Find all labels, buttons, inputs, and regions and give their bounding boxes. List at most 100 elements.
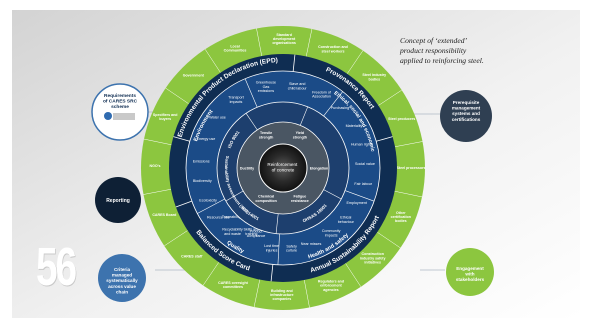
stakeholder-divider [143,189,172,195]
stakeholder-separators [143,28,423,308]
caption-line-1: Concept of ‘extended’ [400,36,468,45]
stakeholder-divider [394,190,423,198]
topic-label: Materiality [346,124,363,128]
core-label: Reinforcement of concrete [267,162,298,173]
stakeholder-divider [143,138,172,146]
standards-divider [245,113,258,131]
assessment-ring-edge [216,101,350,235]
report-divider [175,200,192,208]
standards-divider [299,106,309,126]
stakeholder-divider [378,89,402,106]
topic-ring-edge [185,70,381,266]
topic-label: Employment [346,201,367,205]
topic-divider [344,190,375,202]
topic-label: Traceability [222,215,241,219]
stakeholder-divider [305,28,313,57]
reporting-label: Reporting [106,198,130,204]
caption-line-2: product responsibility [400,46,467,55]
stakeholder-divider [377,231,401,249]
topic-label: Near misses [301,242,322,246]
stakeholder-divider [346,50,364,74]
topic-label: Social value [355,162,375,166]
topic-label: Emissions [193,159,210,163]
stakeholder-label: Steel processors [397,166,426,170]
topic-divider [197,198,225,214]
page-number: 56 [36,237,77,297]
stakeholder-divider [164,230,188,247]
report-divider [376,136,393,142]
topic-label: Water use [209,116,226,120]
stakeholder-label: CARES Board [152,213,176,217]
topic-label: Ecotoxicity [199,198,217,202]
standards-divider [275,213,279,234]
stakeholder-label: Steel producers [388,117,415,121]
core-label-line2: of concrete [272,168,295,173]
topic-label: Resource use [207,215,230,219]
standards-divider [323,189,342,200]
stakeholder-label: Government [183,74,205,78]
report-divider [270,264,274,282]
topic-label: Human rights [351,142,373,146]
stakeholder-divider [394,141,423,147]
topic-divider [323,91,343,117]
topic-label: Purchasing [331,106,349,110]
topic-separators [197,78,375,265]
report-divider [173,136,190,142]
elongation-label: Elongation [310,166,329,170]
property-ring-edge [236,121,330,215]
stakeholder-divider [345,263,362,287]
stakeholder-divider [165,87,189,105]
topic-divider [277,233,280,265]
stakeholder-label: NGO's [149,164,160,168]
caption-line-3: applied to reinforcing steel. [400,56,484,65]
topic-divider [244,78,258,108]
stakeholder-divider [253,279,261,308]
stakeholder-divider [304,279,310,308]
topic-label: Energy use [197,137,216,141]
report-divider [292,54,296,72]
standards-divider [225,190,244,202]
core-label-line1: Reinforcement [267,162,298,167]
reporting-circle: Reporting [95,177,141,223]
stakeholder-divider [256,28,262,57]
topic-label: Fair labour [354,182,372,186]
topic-label: Biodiversity [193,179,212,183]
